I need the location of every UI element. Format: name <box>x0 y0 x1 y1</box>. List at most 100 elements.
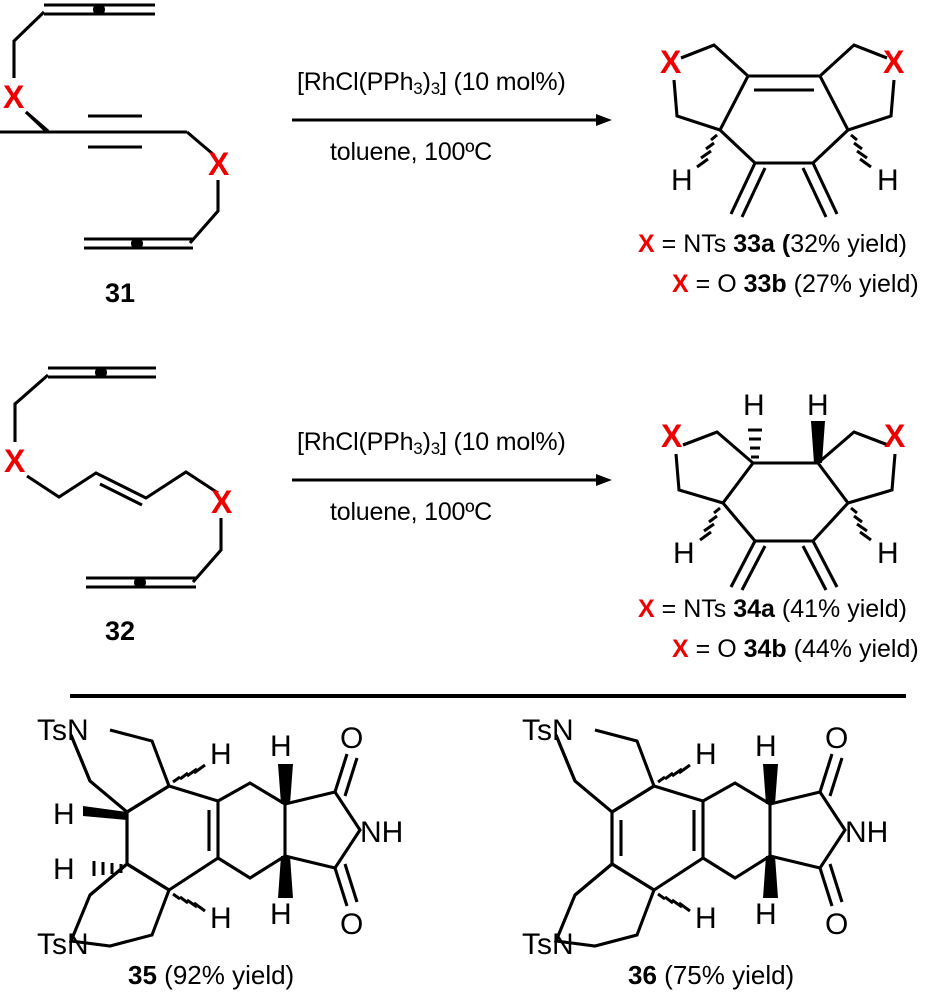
section-divider <box>70 694 906 698</box>
x-label-right: X <box>211 484 233 520</box>
nh-label: NH <box>360 816 403 849</box>
compound-number: 33a <box>733 230 775 258</box>
conditions-above-1: [RhCl(PPh3)3] (10 mol%) <box>297 68 566 98</box>
hash-wedge-h-bottom <box>172 892 206 913</box>
allene-bottom <box>84 237 193 250</box>
h-label-upper-left: H <box>53 798 75 831</box>
arrow-1-svg <box>292 114 612 126</box>
allene-top <box>44 3 155 16</box>
substituent: O <box>717 270 737 298</box>
h-label-top: H <box>695 738 717 771</box>
h-label-bottom: H <box>695 902 717 935</box>
structure-33: X X H H <box>660 43 905 218</box>
ring-right-x-lower <box>847 453 897 505</box>
tsn-label-bottom: TsN <box>37 928 89 961</box>
x-label-right: X <box>884 418 906 454</box>
hash-wedge-right <box>850 133 872 169</box>
carbonyl-bottom <box>333 863 359 907</box>
hash-wedge-top-left <box>748 428 762 459</box>
carbonyl-top <box>333 753 359 797</box>
yield-text: 32% yield) <box>790 230 907 258</box>
allene-center-dot-bottom <box>134 576 146 589</box>
label-32: 32 <box>105 616 136 646</box>
bond-chain-top <box>12 10 46 78</box>
hash-wedge-left <box>696 133 718 169</box>
o-label-bottom: O <box>825 908 848 941</box>
substituent: O <box>717 635 737 663</box>
label-31: 31 <box>105 278 136 308</box>
structure-35: TsN H H TsN H <box>37 714 403 961</box>
h-label-top: H <box>210 738 232 771</box>
ring-right-x <box>816 430 889 465</box>
x-label-left: X <box>661 418 683 454</box>
x-label-left: X <box>4 443 26 479</box>
bond-chain-alkene <box>26 470 219 500</box>
allene-top <box>48 366 156 379</box>
compound-number: 34a <box>733 595 775 623</box>
bold-wedge-h-right-bottom <box>278 856 293 898</box>
h-label-lower-left: H <box>53 853 75 886</box>
compound-number: 35 <box>128 960 157 990</box>
compound-number: 34b <box>743 635 787 663</box>
ring-right-cyclohexane <box>217 781 287 880</box>
product-34b-line: X = O 34b (44% yield) <box>672 637 919 662</box>
h-label-right-top: H <box>270 730 292 763</box>
product-33b-line: X = O 33b (27% yield) <box>672 272 919 297</box>
h-label-top-right: H <box>807 389 829 422</box>
yield-text: (44% yield) <box>793 635 919 663</box>
ring-central <box>721 461 851 543</box>
x-symbol: X <box>672 635 689 663</box>
o-label-top: O <box>340 722 363 755</box>
x-label-right: X <box>208 146 230 182</box>
hash-wedge-h-top <box>172 763 206 784</box>
allene-center-dot-bottom <box>131 237 143 250</box>
structure-31: X X <box>0 3 230 250</box>
h-label-bottom: H <box>210 902 232 935</box>
hash-wedge-h-lower-left <box>92 861 123 876</box>
exocyclic-methylene-right <box>801 162 839 218</box>
h-label-left: H <box>671 164 693 197</box>
bond-tsn-bottom-ring <box>89 862 128 897</box>
allene-center-dot <box>95 366 107 379</box>
o-label-top: O <box>825 722 848 755</box>
carbonyl-top <box>818 753 844 797</box>
x-symbol: X <box>638 595 655 623</box>
ring-central-cyclohexene <box>610 784 705 892</box>
yield-text: (92% yield) <box>164 960 295 990</box>
ring-succinimide <box>284 790 362 870</box>
nh-label: NH <box>845 816 888 849</box>
equals: = <box>661 230 677 258</box>
h-label-top-left: H <box>743 389 765 422</box>
bond-x-to-allene-bottom <box>188 180 220 245</box>
ring-left-x-lower <box>674 453 724 505</box>
h-label-right-bottom: H <box>755 898 777 931</box>
hash-wedge-h-top <box>657 763 691 784</box>
tsn-label-bottom: TsN <box>522 928 574 961</box>
hash-wedge-h-bottom <box>657 892 691 913</box>
bond-x-to-allene-bottom <box>191 518 223 584</box>
label-35: 35 (92% yield) <box>128 962 294 988</box>
ring-succinimide <box>769 790 847 870</box>
exocyclic-methylene-left <box>729 540 767 591</box>
tsn-label-top: TsN <box>522 714 574 747</box>
x-label-left: X <box>3 79 25 115</box>
bond-chain-right <box>185 130 216 157</box>
conditions-above-2: [RhCl(PPh3)3] (10 mol%) <box>297 428 566 458</box>
conditions-below-1: toluene, 100ºC <box>330 138 493 166</box>
exocyclic-methylene-right <box>801 540 839 591</box>
compound-number: 36 <box>628 960 657 990</box>
h-label-right-bottom: H <box>270 898 292 931</box>
structure-32: X X <box>4 366 233 589</box>
label-36: 36 (75% yield) <box>628 962 794 988</box>
h-label-right-top: H <box>755 730 777 763</box>
ring-central-cyclohexene <box>125 784 220 892</box>
yield-text: (27% yield) <box>793 270 919 298</box>
alkene-inner-line <box>99 482 143 507</box>
ring-right-x <box>818 43 888 78</box>
bond-chain-top <box>13 373 50 442</box>
exocyclic-methylene-left <box>729 162 767 218</box>
allene-center-dot <box>93 3 105 16</box>
x-label-right: X <box>883 44 905 80</box>
equals: = <box>661 595 677 623</box>
